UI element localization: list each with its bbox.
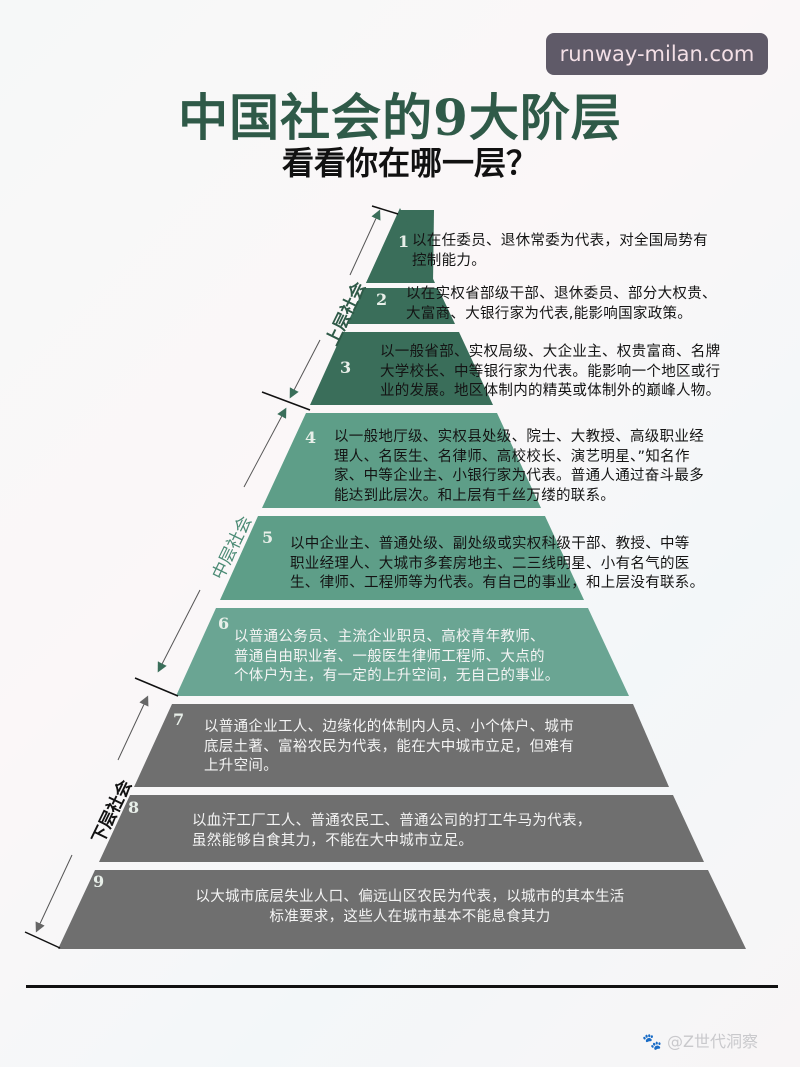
tier-text-6: 以普通公务员、主流企业职员、高校青年教师、 普通自由职业者、一般医生律师工程师、… (234, 629, 560, 684)
tier-band-3 (310, 332, 493, 405)
tier-number-7: 7 (173, 710, 185, 729)
tier-number-2: 2 (376, 290, 388, 309)
tier-text-3: 以一般省部、实权局级、大企业主、权贵富商、名牌 大学校长、中等银行家为代表。能影… (380, 344, 721, 399)
bottom-divider (26, 985, 778, 988)
page-subtitle: 看看你在哪一层？ (281, 144, 538, 182)
page-title: 中国社会的9大阶层 (178, 88, 622, 147)
tier-band-9 (58, 870, 746, 949)
tier-text-2: 以在实权省部级干部、退休委员、部分大权贵、 大富商、大银行家为代表,能影响国家政… (406, 286, 717, 322)
tier-band-5 (220, 516, 584, 600)
tier-band-8 (99, 795, 704, 862)
tier-number-9: 9 (93, 872, 105, 891)
tier-band-6 (176, 608, 629, 696)
tier-band-2 (347, 288, 455, 324)
tier-number-4: 4 (305, 428, 317, 447)
tier-number-6: 6 (218, 614, 230, 633)
tier-band-1-fill (366, 208, 435, 283)
tier-number-8: 8 (128, 798, 140, 817)
tier-band-7 (134, 704, 669, 787)
tier-text-7: 以普通企业工人、边缘化的体制内人员、小个体户、城市 底层土著、富裕农民为代表，能… (204, 719, 574, 774)
tier-number-1: 1 (398, 232, 410, 251)
author-credit-text: @Z世代洞察 (667, 1032, 758, 1051)
tier-text-4: 以一般地厅级、实权县处级、院士、大教授、高级职业经 理人、名医生、名律师、高校校… (334, 429, 704, 504)
site-watermark: runway-milan.com (546, 33, 768, 75)
paw-logo-icon: 🐾 (642, 1032, 662, 1051)
tier-band-4 (262, 413, 541, 508)
tier-text-1: 以在任委员、退休常委为代表，对全国局势有 控制能力。 (412, 233, 708, 269)
tier-number-5: 5 (262, 528, 274, 547)
author-credit: 🐾 @Z世代洞察 (642, 1028, 758, 1052)
tier-text-9: 以大城市底层失业人口、偏远山区农民为代表，以城市的其本生活 标准要求，这些人在城… (195, 889, 625, 925)
tier-text-8: 以血汗工厂工人、普通农民工、普通公司的打工牛马为代表， 虽然能够自食其力，不能在… (192, 813, 592, 849)
tier-number-3: 3 (340, 358, 352, 377)
tier-text-5: 以中企业主、普通处级、副处级或实权科级干部、教授、中等 职业经理人、大城市多套房… (290, 536, 705, 591)
